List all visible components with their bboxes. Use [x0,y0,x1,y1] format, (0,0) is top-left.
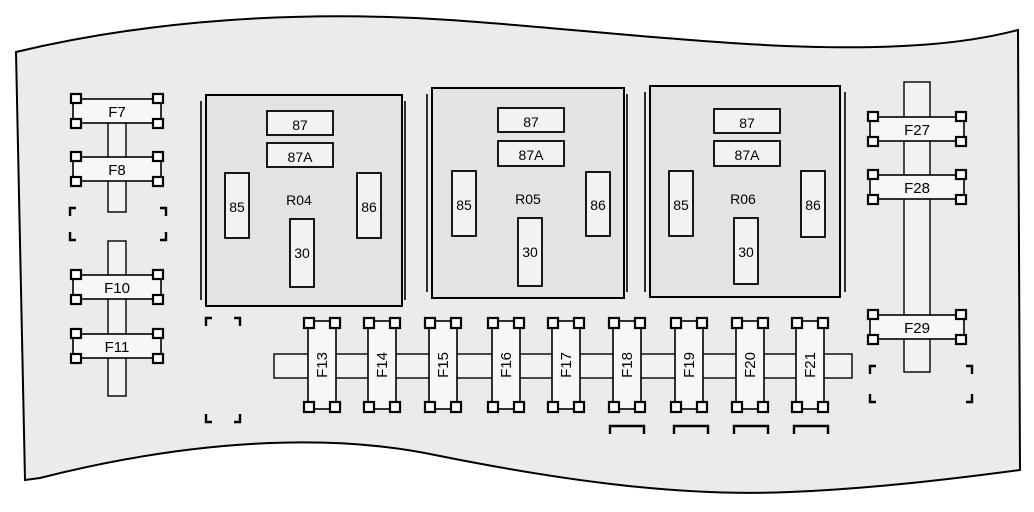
relay-r06-pin-85: 85 [673,197,689,213]
fuse-f29: F29 [866,308,968,346]
fuse-label-f20: F20 [742,352,759,378]
fuse-f27: F27 [866,110,968,148]
fuse-label-f14: F14 [374,352,391,378]
relay-r05-label: R05 [515,191,541,207]
fuse-label-f19: F19 [681,352,698,378]
fuse-label-f16: F16 [498,352,515,378]
fuse-f21: F21 [790,316,830,414]
relay-r05: 87 87A 85 86 30 R05 [426,87,628,299]
fuse-f14: F14 [362,316,402,414]
relay-r05-pin-85: 85 [456,197,472,213]
fuse-f20: F20 [730,316,770,414]
mounting-marks [68,206,974,434]
relay-r06-pin-87a: 87A [735,147,761,163]
relay-r06: 87 87A 85 86 30 R06 [644,85,846,298]
relay-r06-pin-86: 86 [805,197,821,213]
fuse-label-f7: F7 [108,104,126,121]
fuse-f8: F8 [69,150,165,188]
relay-r05-pin-87a: 87A [519,147,545,163]
fuse-f11: F11 [69,327,165,365]
fuse-f15: F15 [423,316,463,414]
relay-r04-pin-30: 30 [294,245,310,261]
relay-r04-label: R04 [286,192,312,208]
fuse-f7: F7 [69,92,165,130]
relay-r04-pin-87a: 87A [288,149,314,165]
relay-r04-pin-85: 85 [229,199,245,215]
fuse-label-f15: F15 [435,352,452,378]
relay-r05-pin-87: 87 [523,114,539,130]
fuse-label-f18: F18 [619,352,636,378]
fuse-f28: F28 [866,168,968,206]
fuse-f19: F19 [669,316,709,414]
fuse-label-f21: F21 [802,352,819,378]
fuse-label-f10: F10 [104,280,130,297]
fuse-f18: F18 [607,316,647,414]
fuse-label-f13: F13 [314,352,331,378]
fuse-label-f29: F29 [904,320,930,337]
relay-r05-pin-30: 30 [522,244,538,260]
fuse-label-f28: F28 [904,180,930,197]
fuse-f13: F13 [302,316,342,414]
relay-r05-pin-86: 86 [590,197,606,213]
fuse-label-f27: F27 [904,122,930,139]
relay-r04: 87 87A 85 86 30 R04 [200,94,406,307]
fuse-label-f17: F17 [558,352,575,378]
relay-r06-pin-87: 87 [739,115,755,131]
fuse-label-f11: F11 [105,339,130,356]
relay-r04-pin-86: 86 [361,199,377,215]
relay-r06-label: R06 [730,191,756,207]
relay-r04-pin-87: 87 [292,117,308,133]
fuse-f10: F10 [69,268,165,306]
left-fuse-post-lower [107,240,127,397]
relay-r06-pin-30: 30 [738,244,754,260]
fuse-f16: F16 [486,316,526,414]
fuse-label-f8: F8 [108,162,126,179]
fuse-f17: F17 [546,316,586,414]
